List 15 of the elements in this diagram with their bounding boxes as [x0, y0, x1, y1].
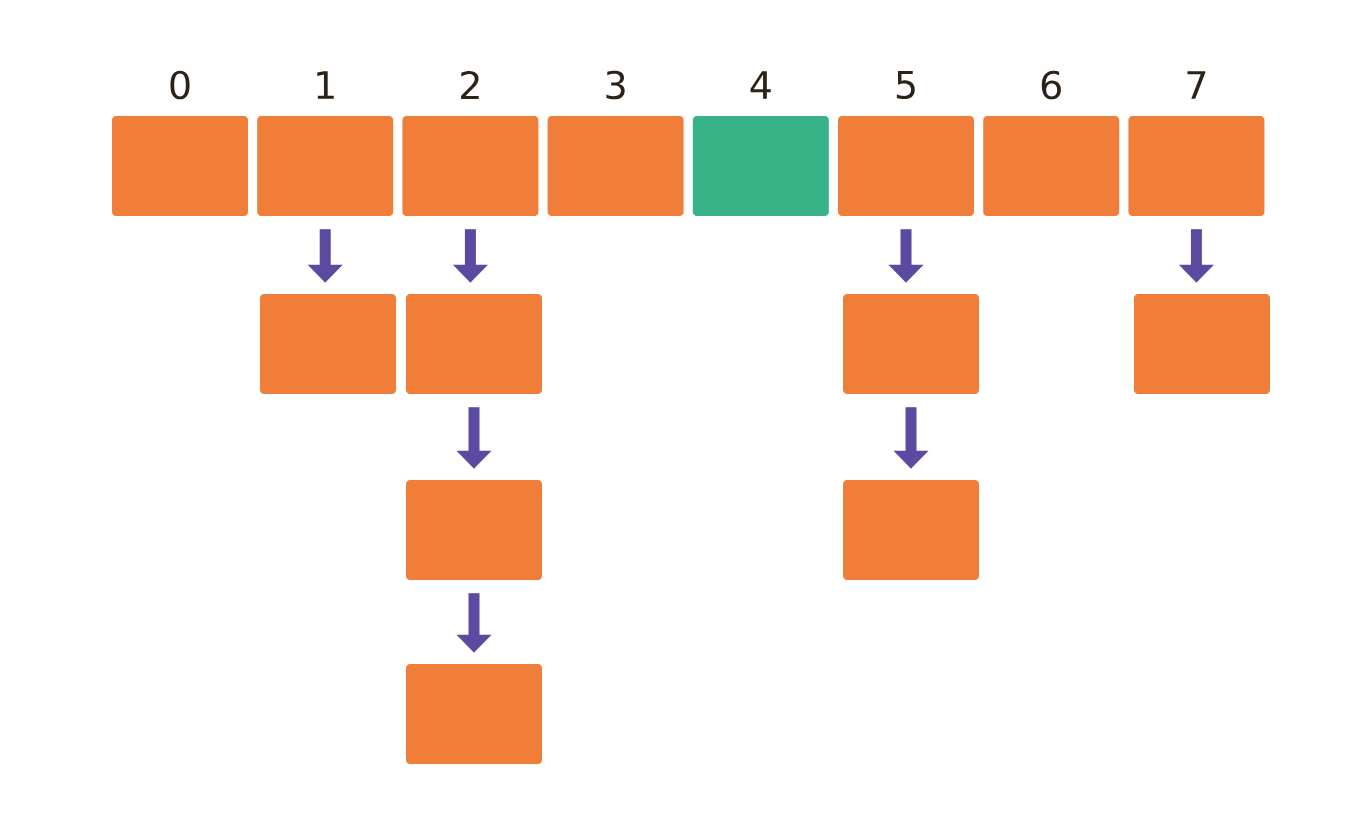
- index-number: 4: [750, 71, 771, 99]
- list-node-box: [406, 480, 542, 580]
- index-number: 5: [896, 70, 915, 100]
- list-node-box: [843, 294, 979, 394]
- list-node-box: [406, 294, 542, 394]
- index-number: 2: [461, 70, 479, 100]
- index-number: 7: [1187, 71, 1206, 99]
- list-node-box: [260, 294, 396, 394]
- index-number: 6: [1041, 70, 1061, 100]
- list-node-box: [1134, 294, 1270, 394]
- index-number: 0: [170, 70, 190, 100]
- index-number: 1: [317, 71, 334, 99]
- list-node-box: [843, 480, 979, 580]
- index-number: 3: [606, 70, 625, 100]
- list-node-box: [406, 664, 542, 764]
